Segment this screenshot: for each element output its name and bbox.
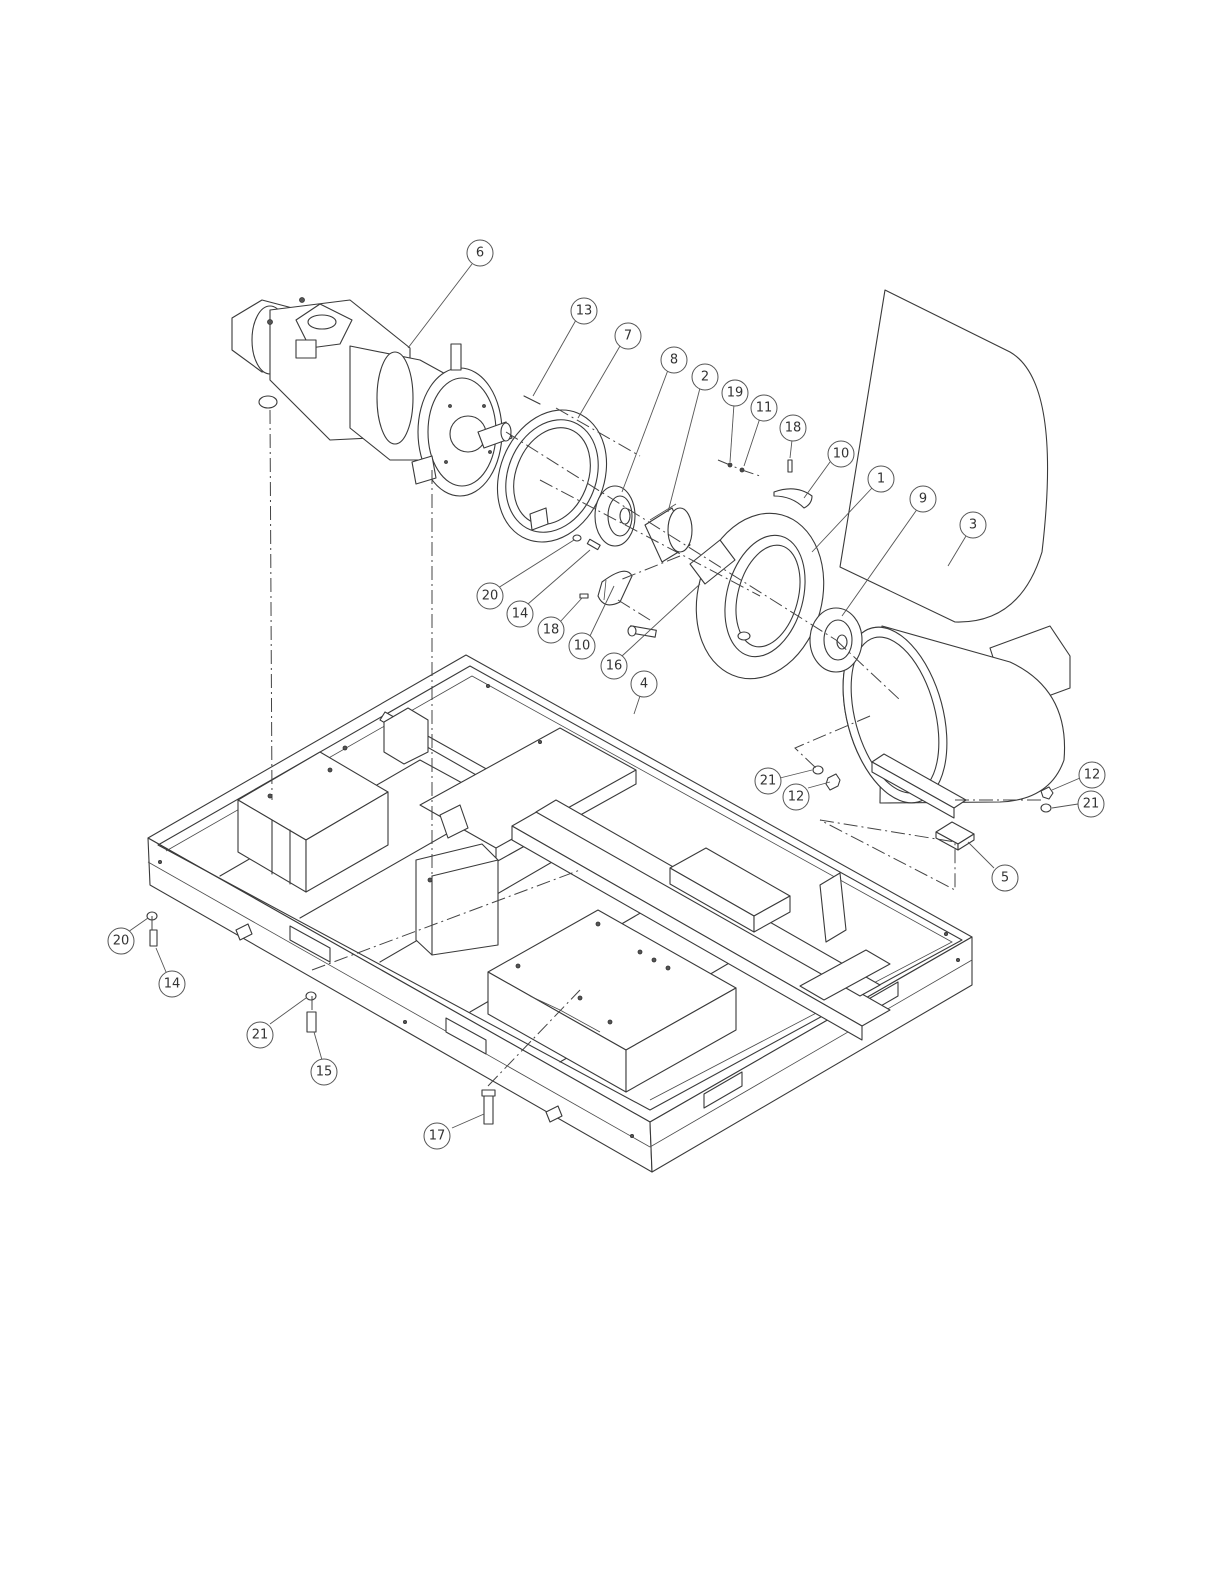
balloon-item-21: 21 xyxy=(755,768,781,794)
coupling-element-lower xyxy=(598,571,632,605)
balloon-item-15: 15 xyxy=(311,1059,337,1085)
svg-text:19: 19 xyxy=(727,386,744,401)
balloon-item-5: 5 xyxy=(992,865,1018,891)
svg-text:18: 18 xyxy=(543,623,560,638)
balloon-item-18: 18 xyxy=(780,415,806,441)
svg-text:8: 8 xyxy=(670,353,678,368)
svg-text:17: 17 xyxy=(429,1129,446,1144)
svg-text:15: 15 xyxy=(316,1065,333,1080)
svg-text:4: 4 xyxy=(640,677,648,692)
svg-text:21: 21 xyxy=(252,1028,269,1043)
balloon-item-1: 1 xyxy=(868,466,894,492)
svg-text:6: 6 xyxy=(476,246,484,261)
svg-text:1: 1 xyxy=(877,472,885,487)
svg-text:20: 20 xyxy=(482,589,499,604)
balloon-item-3: 3 xyxy=(960,512,986,538)
balloon-item-21-base: 21 xyxy=(247,1022,273,1048)
balloon-item-10: 10 xyxy=(828,441,854,467)
svg-text:12: 12 xyxy=(1084,768,1101,783)
svg-text:21: 21 xyxy=(760,774,777,789)
balloon-item-12-right: 12 xyxy=(1079,762,1105,788)
balloon-item-14-base: 14 xyxy=(159,971,185,997)
balloon-item-11: 11 xyxy=(751,395,777,421)
svg-text:14: 14 xyxy=(512,607,529,622)
svg-text:14: 14 xyxy=(164,977,181,992)
balloon-item-17: 17 xyxy=(424,1123,450,1149)
svg-text:2: 2 xyxy=(701,370,709,385)
svg-text:3: 3 xyxy=(969,518,977,533)
svg-text:10: 10 xyxy=(833,447,850,462)
screw-compressor xyxy=(232,298,512,497)
balloon-item-19: 19 xyxy=(722,380,748,406)
svg-text:7: 7 xyxy=(624,329,632,344)
svg-text:16: 16 xyxy=(606,659,623,674)
balloon-item-13: 13 xyxy=(571,298,597,324)
coupling-insert xyxy=(645,504,692,562)
svg-text:9: 9 xyxy=(919,492,927,507)
balloon-item-4: 4 xyxy=(631,671,657,697)
svg-text:11: 11 xyxy=(756,401,773,416)
balloon-item-10-lower: 10 xyxy=(569,633,595,659)
balloon-item-6: 6 xyxy=(467,240,493,266)
balloon-item-14: 14 xyxy=(507,601,533,627)
balloon-item-12: 12 xyxy=(783,784,809,810)
balloon-item-8: 8 xyxy=(661,347,687,373)
coupling-hub xyxy=(595,486,635,546)
balloon-item-20-base: 20 xyxy=(108,928,134,954)
svg-text:21: 21 xyxy=(1083,797,1100,812)
balloon-item-9: 9 xyxy=(910,486,936,512)
svg-text:18: 18 xyxy=(785,421,802,436)
balloon-item-18-lower: 18 xyxy=(538,617,564,643)
balloon-item-7: 7 xyxy=(615,323,641,349)
balloon-item-20: 20 xyxy=(477,583,503,609)
svg-text:5: 5 xyxy=(1001,871,1009,886)
electric-motor xyxy=(825,290,1070,818)
svg-text:12: 12 xyxy=(788,790,805,805)
balloon-item-21-right: 21 xyxy=(1078,791,1104,817)
svg-text:10: 10 xyxy=(574,639,591,654)
svg-text:13: 13 xyxy=(576,304,593,319)
svg-text:20: 20 xyxy=(113,934,130,949)
balloon-item-16: 16 xyxy=(601,653,627,679)
balloon-item-2: 2 xyxy=(692,364,718,390)
coupling-element-upper xyxy=(774,489,812,508)
